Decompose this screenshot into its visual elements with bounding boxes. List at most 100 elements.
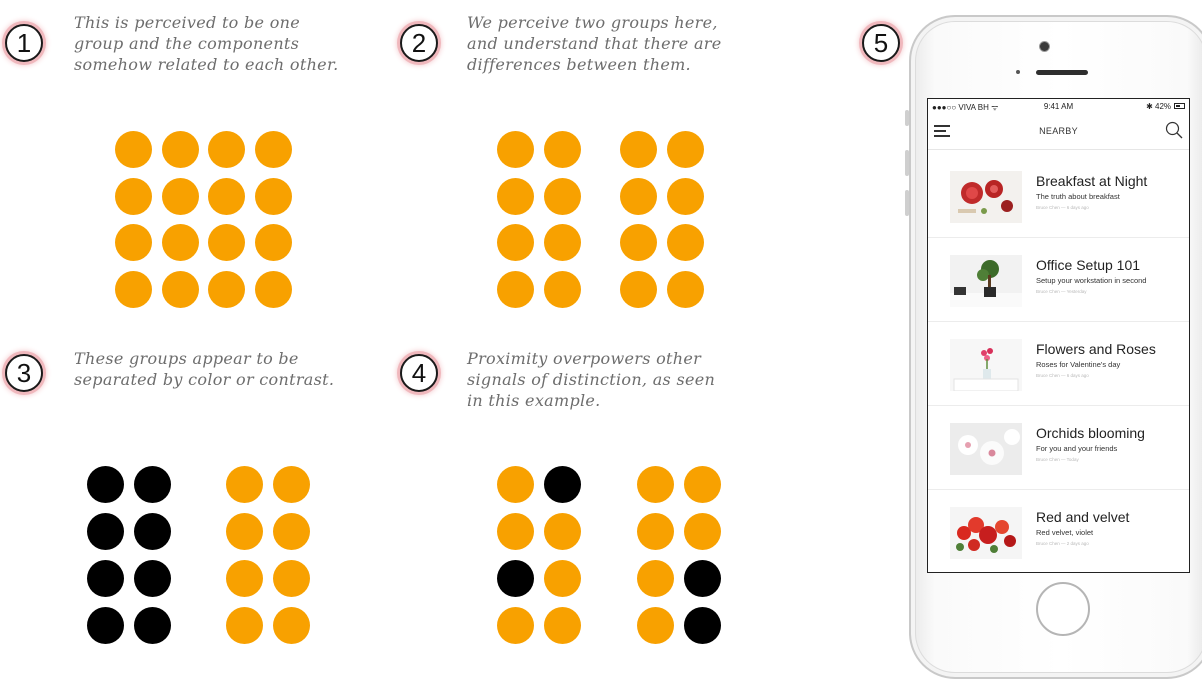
earpiece-speaker: [1036, 70, 1088, 75]
feed-item[interactable]: Flowers and Roses Roses for Valentine's …: [928, 321, 1189, 406]
orange-dot: [162, 178, 199, 215]
black-dot: [87, 513, 124, 550]
orange-dot: [208, 271, 245, 308]
black-dot: [134, 466, 171, 503]
step-badge-4: 4: [400, 354, 438, 392]
black-dot: [684, 560, 721, 597]
vase-roses-image: [950, 339, 1022, 391]
bonsai-desk-image: [950, 255, 1022, 307]
nav-title: NEARBY: [928, 126, 1189, 136]
orange-dot: [273, 466, 310, 503]
feed-item-title: Office Setup 101: [1036, 257, 1140, 273]
orange-dot: [162, 271, 199, 308]
orange-dot: [115, 271, 152, 308]
step-badge-5: 5: [862, 24, 900, 62]
orange-dot: [497, 131, 534, 168]
orange-dot: [544, 271, 581, 308]
orange-dot: [273, 513, 310, 550]
nav-bar: NEARBY: [928, 113, 1189, 150]
step-number: 4: [412, 358, 426, 389]
orange-dot: [115, 131, 152, 168]
orange-dot: [497, 178, 534, 215]
orange-dot: [620, 271, 657, 308]
orange-dot: [667, 271, 704, 308]
orange-dot: [255, 224, 292, 261]
orange-dot: [544, 131, 581, 168]
orange-dot: [255, 178, 292, 215]
orange-dot: [115, 224, 152, 261]
feed-item-title: Red and velvet: [1036, 509, 1129, 525]
step-number: 5: [874, 28, 888, 59]
orange-dot: [226, 513, 263, 550]
orange-dot: [208, 131, 245, 168]
red-flowers-image: [950, 507, 1022, 559]
orange-dot: [544, 224, 581, 261]
orange-dot: [544, 560, 581, 597]
step-badge-1: 1: [5, 24, 43, 62]
step-number: 2: [412, 28, 426, 59]
orange-dot: [667, 178, 704, 215]
feed-item-meta: Bruce Chen — 2 days ago: [1036, 541, 1089, 546]
search-icon[interactable]: [1165, 121, 1183, 139]
caption-panel-2: We perceive two groups here, and underst…: [467, 12, 722, 75]
orange-dot: [162, 224, 199, 261]
volume-up-button: [905, 150, 909, 176]
orange-dot: [497, 513, 534, 550]
caption-panel-3: These groups appear to be separated by c…: [74, 348, 334, 390]
feed-item-title: Breakfast at Night: [1036, 173, 1147, 189]
orange-dot: [667, 131, 704, 168]
feed-item-subtitle: Setup your workstation in second: [1036, 276, 1146, 285]
feed-item[interactable]: Red and velvet Red velvet, violet Bruce …: [928, 489, 1189, 573]
orange-dot: [497, 607, 534, 644]
caption-line: This is perceived to be one: [74, 12, 339, 33]
black-dot: [87, 560, 124, 597]
black-dot: [497, 560, 534, 597]
volume-down-button: [905, 190, 909, 216]
home-button[interactable]: [1036, 582, 1090, 636]
orange-dot: [226, 560, 263, 597]
feed-item[interactable]: Breakfast at Night The truth about break…: [928, 153, 1189, 238]
feed-item[interactable]: Office Setup 101 Setup your workstation …: [928, 237, 1189, 322]
caption-line: group and the components: [74, 33, 339, 54]
feed-item[interactable]: Orchids blooming For you and your friend…: [928, 405, 1189, 490]
orange-dot: [544, 513, 581, 550]
orange-dot: [637, 560, 674, 597]
feed-item-title: Orchids blooming: [1036, 425, 1145, 441]
feed-item-subtitle: Red velvet, violet: [1036, 528, 1093, 537]
caption-line: in this example.: [467, 390, 715, 411]
caption-panel-4: Proximity overpowers other signals of di…: [467, 348, 715, 411]
orange-dot: [684, 466, 721, 503]
orange-dot: [620, 178, 657, 215]
black-dot: [87, 607, 124, 644]
step-number: 1: [17, 28, 31, 59]
orange-dot: [226, 466, 263, 503]
orange-dot: [226, 607, 263, 644]
black-dot: [684, 607, 721, 644]
black-dot: [134, 607, 171, 644]
orange-dot: [637, 466, 674, 503]
caption-line: separated by color or contrast.: [74, 369, 334, 390]
black-dot: [87, 466, 124, 503]
orange-dot: [208, 178, 245, 215]
caption-line: somehow related to each other.: [74, 54, 339, 75]
caption-line: Proximity overpowers other: [467, 348, 715, 369]
orange-dot: [620, 224, 657, 261]
battery-percent: ✱ 42%: [1146, 102, 1171, 111]
breakfast-tarts-image: [950, 171, 1022, 223]
orange-dot: [544, 178, 581, 215]
feed-item-meta: Bruce Chen — 6 days ago: [1036, 205, 1089, 210]
feed-item-meta: Bruce Chen — 6 days ago: [1036, 373, 1089, 378]
orange-dot: [273, 607, 310, 644]
orange-dot: [497, 466, 534, 503]
feed-item-subtitle: For you and your friends: [1036, 444, 1117, 453]
orange-dot: [208, 224, 245, 261]
feed-item-title: Flowers and Roses: [1036, 341, 1156, 357]
black-dot: [544, 466, 581, 503]
caption-line: These groups appear to be: [74, 348, 334, 369]
battery-icon: [1174, 103, 1185, 109]
proximity-sensor: [1016, 70, 1020, 74]
orange-dot: [115, 178, 152, 215]
mute-switch: [905, 110, 909, 126]
step-number: 3: [17, 358, 31, 389]
caption-line: differences between them.: [467, 54, 722, 75]
